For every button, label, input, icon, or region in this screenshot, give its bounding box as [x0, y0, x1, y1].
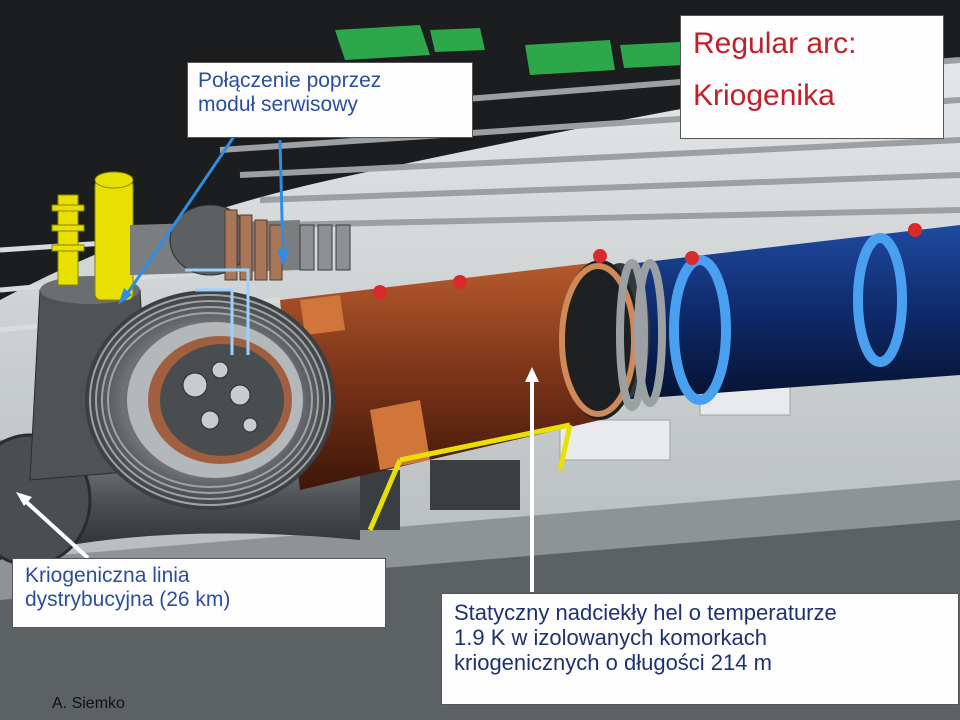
title-line-1: Regular arc: — [693, 27, 857, 60]
grey-ring-2 — [634, 259, 666, 407]
arrow-inner-pointers — [185, 268, 250, 355]
service-label-line-1: Połączenie poprzez — [198, 69, 382, 92]
arrow-service-blue — [121, 134, 237, 301]
blue-ring-1 — [669, 255, 731, 405]
helium-label-line-1: Statyczny nadciekły hel o temperaturze — [454, 600, 837, 625]
copper-end-ring — [559, 263, 637, 417]
yellow-cryo-line — [367, 422, 573, 531]
distribution-label-line-1: Kriogeniczna linia — [25, 564, 190, 587]
service-module-label: Połączenie poprzez moduł serwisowy — [187, 62, 473, 138]
cold-mass — [160, 344, 284, 456]
arrow-service-blue-2 — [278, 139, 285, 259]
bellows — [224, 209, 283, 281]
title-box: Regular arc: Kriogenika — [680, 15, 944, 139]
distribution-label-line-2: dystrybucyjna (26 km) — [25, 588, 231, 611]
top-valves — [299, 224, 351, 271]
grey-ring-1 — [616, 259, 648, 411]
cryostat-ribs — [89, 294, 331, 506]
service-label-line-2: moduł serwisowy — [198, 93, 358, 116]
internal-pipes — [182, 361, 258, 433]
red-caps — [373, 223, 922, 299]
green-supports — [335, 25, 684, 75]
yellow-valves — [51, 171, 134, 301]
blue-ring-2 — [853, 233, 907, 367]
arrow-distribution-white — [20, 496, 90, 560]
author-credit: A. Siemko — [52, 695, 125, 712]
distribution-line-label: Kriogeniczna linia dystrybucyjna (26 km) — [12, 558, 386, 628]
copper-flanges — [300, 295, 430, 470]
title-line-2: Kriogenika — [693, 79, 835, 112]
helium-label: Statyczny nadciekły hel o temperaturze 1… — [441, 593, 959, 705]
helium-label-line-3: kriogenicznych o długości 214 m — [454, 650, 772, 675]
helium-label-line-2: 1.9 K w izolowanych komorkach — [454, 625, 768, 650]
